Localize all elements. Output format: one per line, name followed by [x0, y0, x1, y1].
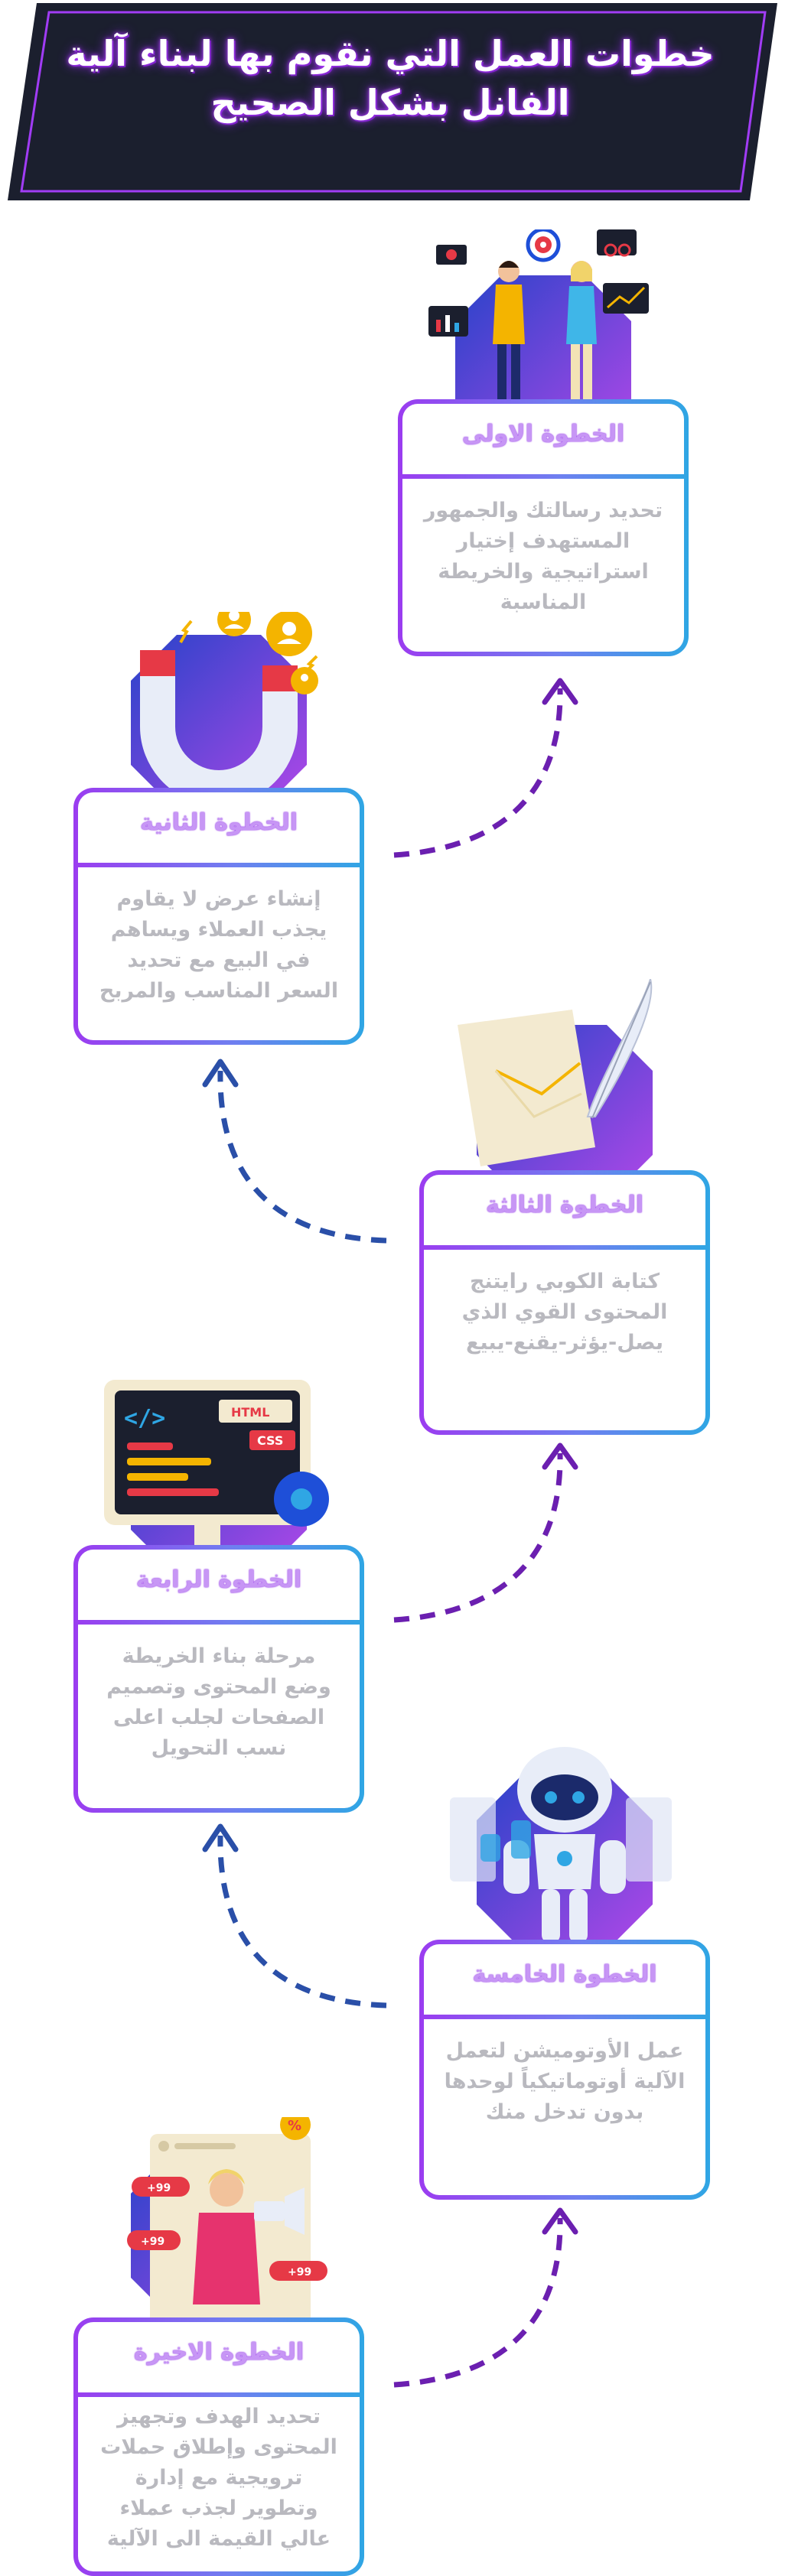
team-target-icon [428, 229, 649, 419]
step-title: الخطوة الرابعة [135, 1566, 302, 1593]
step-description: عمل الأوتوميشن لتعمل الآلية أوتوماتيكياً… [444, 2039, 686, 2124]
step-2-card: الخطوة الثانية إنشاء عرض لا يقاوم يجذب ا… [73, 788, 364, 1045]
step-5-illustration [450, 1744, 679, 1966]
step-description: إنشاء عرض لا يقاوم يجذب العملاء ويساهم ف… [99, 887, 339, 1003]
step-title: الخطوة الثانية [139, 809, 298, 836]
step-6-card: الخطوة الاخيرة تحديد الهدف وتجهيز المحتو… [73, 2317, 364, 2576]
step-4-card: الخطوة الرابعة مرحلة بناء الخريطة وضع ال… [73, 1545, 364, 1813]
arrow-step6-to-step5 [393, 2217, 563, 2388]
card-divider [73, 863, 364, 867]
page-title: خطوات العمل التي نقوم بها لبناء آلية الف… [46, 29, 735, 127]
social-post-icon: % [150, 2117, 311, 2325]
arrow-step3-to-step2 [217, 1070, 387, 1244]
svg-text:+99: +99 [141, 2236, 164, 2248]
svg-text:</>: </> [124, 1405, 165, 1432]
robot-icon [450, 1747, 672, 1943]
card-divider [398, 474, 689, 479]
svg-text:+99: +99 [147, 2182, 171, 2194]
step-title: الخطوة الخامسة [472, 1961, 657, 1988]
step-title: الخطوة الاولى [461, 421, 625, 447]
step-6-illustration: % +99 +99 +99 [104, 2117, 334, 2339]
step-description: تحديد رسالتك والجمهور المستهدف إختيار اس… [423, 499, 663, 614]
card-divider [419, 1245, 710, 1250]
step-title: الخطوة الثالثة [485, 1192, 644, 1218]
arrow-head-5 [542, 2207, 578, 2235]
header-banner: خطوات العمل التي نقوم بها لبناء آلية الف… [0, 0, 785, 207]
page-title-line-1: خطوات العمل التي نقوم بها لبناء آلية [66, 33, 715, 74]
step-1-card: الخطوة الاولى تحديد رسالتك والجمهور المس… [398, 399, 689, 656]
badge-3: +99 [269, 2261, 327, 2281]
step-title: الخطوة الاخيرة [133, 2339, 305, 2366]
step-description: تحديد الهدف وتجهيز المحتوى وإطلاق حملات … [100, 2405, 337, 2551]
badge-2: +99 [127, 2230, 181, 2250]
badge-1: +99 [132, 2177, 190, 2197]
arrow-step2-to-step1 [393, 688, 563, 858]
page-title-line-2: الفانل بشكل الصحيح [210, 82, 570, 123]
paper-quill-icon [458, 979, 653, 1166]
svg-text:%: % [288, 2118, 301, 2134]
card-divider [73, 1620, 364, 1625]
card-divider [419, 2015, 710, 2019]
svg-text:CSS: CSS [257, 1433, 283, 1448]
arrow-head-1 [542, 678, 578, 705]
step-3-illustration [450, 979, 679, 1201]
svg-text:HTML: HTML [231, 1405, 269, 1420]
step-5-card: الخطوة الخامسة عمل الأوتوميشن لتعمل الآل… [419, 1940, 710, 2200]
banner-shape [8, 3, 777, 200]
arrow-head-3 [542, 1442, 578, 1470]
arrow-step5-to-step4 [217, 1835, 387, 2008]
card-divider [73, 2392, 364, 2397]
arrow-head-2 [202, 1059, 239, 1088]
svg-text:+99: +99 [288, 2266, 311, 2278]
step-description: مرحلة بناء الخريطة وضع المحتوى وتصميم ال… [106, 1644, 331, 1760]
arrow-head-4 [202, 1823, 239, 1852]
arrow-step4-to-step3 [393, 1452, 563, 1623]
step-3-card: الخطوة الثالثة كتابة الكوبي رايتنج المحت… [419, 1170, 710, 1435]
step-description: كتابة الكوبي رايتنج المحتوى القوي الذي ي… [461, 1270, 668, 1355]
